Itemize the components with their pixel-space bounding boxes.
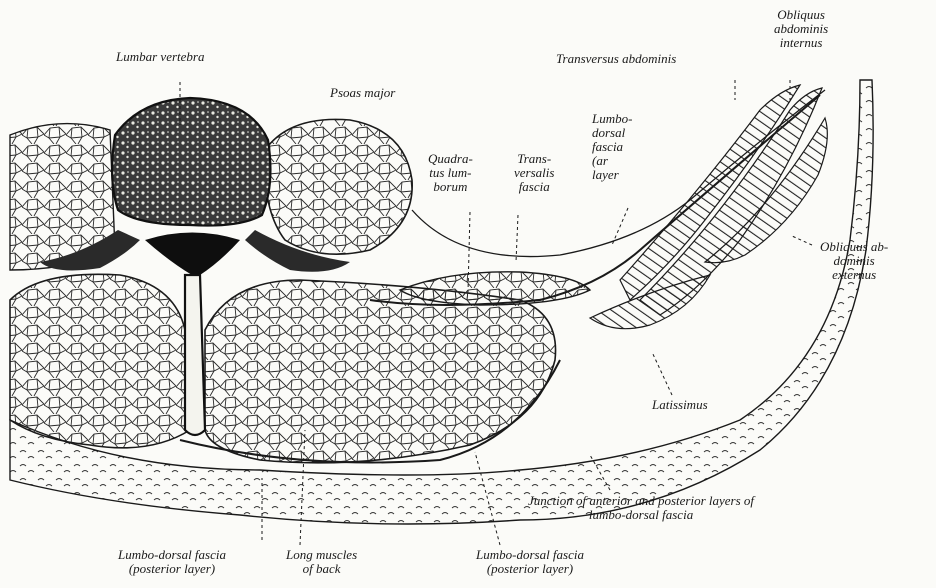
label-lumbodorsal-fascia-posterior-right: Lumbo-dorsal fascia (posterior layer) <box>476 548 584 576</box>
label-long-muscles-of-back: Long muscles of back <box>286 548 357 576</box>
psoas-major <box>265 119 413 254</box>
spinous-process <box>185 275 205 435</box>
label-junction-of-layers: Junction of anterior and posterior layer… <box>528 494 754 522</box>
latissimus-muscle <box>590 275 710 329</box>
label-obliquus-externus: Obliquus ab- dominis externus <box>820 240 888 282</box>
label-psoas-major: Psoas major <box>330 86 395 100</box>
label-lumbar-vertebra: Lumbar vertebra <box>116 50 204 64</box>
label-quadratus-lumborum: Quadra- tus lum- borum <box>428 152 473 194</box>
label-transversus-abdominis: Transversus abdominis <box>556 52 676 66</box>
long-muscles-left <box>10 274 190 448</box>
vertebral-body <box>112 98 270 226</box>
vertebral-canal <box>145 233 240 281</box>
label-obliquus-internus: Obliquus abdominis internus <box>774 8 828 50</box>
label-transversalis-fascia: Trans- versalis fascia <box>514 152 554 194</box>
label-lumbodorsal-fascia-posterior-left: Lumbo-dorsal fascia (posterior layer) <box>118 548 226 576</box>
quadratus-lumborum <box>400 272 590 305</box>
label-latissimus: Latissimus <box>652 398 708 412</box>
long-muscles-right <box>205 280 556 463</box>
label-lumbodorsal-fascia-anterior: Lumbo- dorsal fascia (ar layer <box>592 112 632 182</box>
